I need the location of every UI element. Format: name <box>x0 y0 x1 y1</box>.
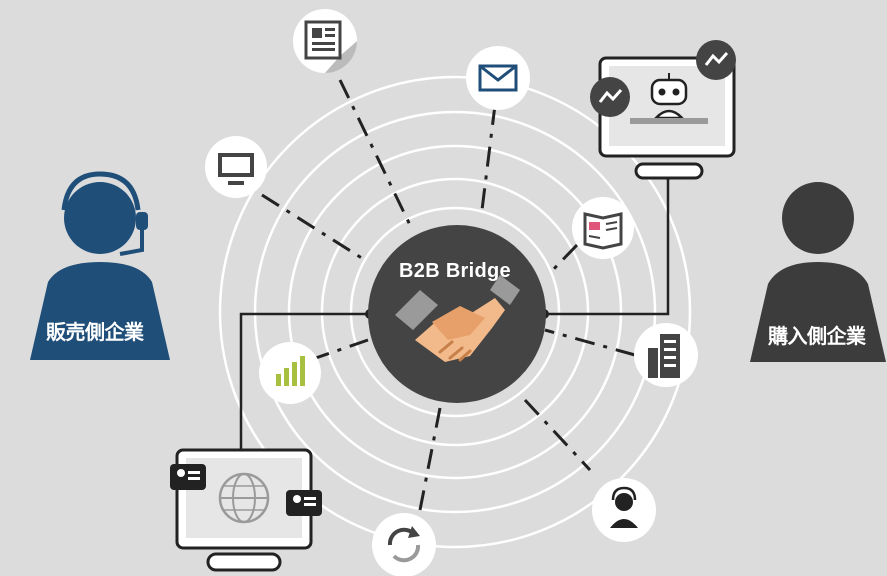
buyer-label: 購入側企業 <box>768 326 866 348</box>
robot-icon <box>630 73 708 124</box>
monitor-icon <box>205 136 267 198</box>
hub <box>368 225 546 403</box>
spoke-lines <box>261 79 636 511</box>
headset-icon <box>136 212 148 230</box>
concentric-rings <box>218 75 692 549</box>
email-icon <box>466 46 530 110</box>
seller-label: 販売側企業 <box>46 322 144 344</box>
seller-person <box>30 171 170 360</box>
chatbot-monitor-icon <box>590 40 736 180</box>
bar-chart-icon <box>259 342 321 404</box>
left-cuff <box>395 290 438 330</box>
chat-bubble-icon <box>170 464 206 490</box>
chat-bubble-icon <box>286 490 322 516</box>
support-operator-icon <box>592 478 656 542</box>
refresh-cycle-icon <box>372 513 436 576</box>
newspaper-icon <box>293 9 357 73</box>
buyer-person <box>750 182 886 362</box>
news-brochure-icon <box>572 197 634 259</box>
messenger-bubble-icon <box>696 40 736 80</box>
messenger-bubble-icon <box>590 77 630 117</box>
solid-connectors <box>239 175 670 455</box>
handshake-icon <box>415 298 505 362</box>
office-building-icon <box>634 323 698 387</box>
right-cuff <box>490 275 520 305</box>
hub-title: B2B Bridge <box>399 260 511 282</box>
global-chat-monitor-icon <box>170 448 322 572</box>
